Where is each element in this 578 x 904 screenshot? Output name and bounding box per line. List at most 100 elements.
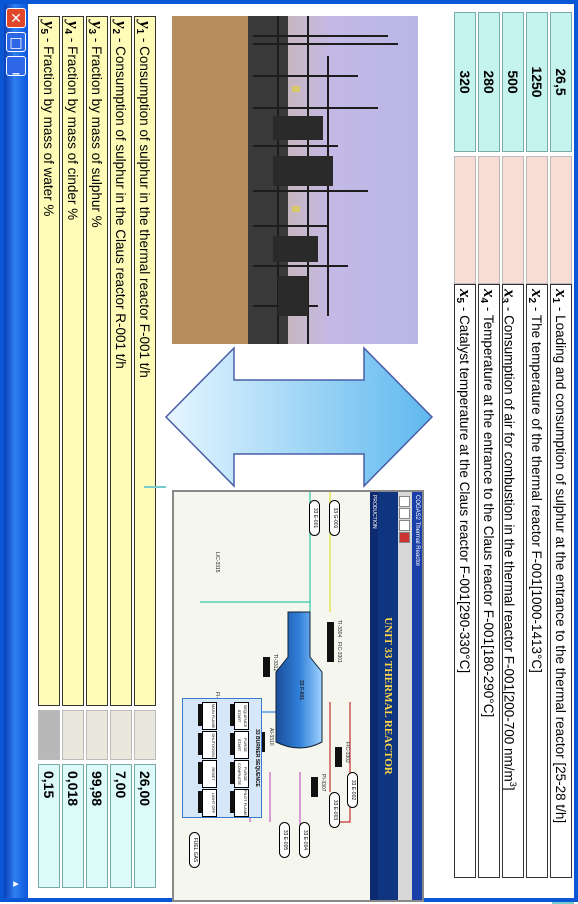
scada-stream-pill[interactable]: 33 E-002 [347, 772, 358, 808]
scada-stream-pill[interactable]: 33 E-005 [279, 822, 290, 858]
data-flow-double-arrow [164, 346, 434, 488]
output-indicator-y3 [86, 710, 108, 760]
output-var-symbol: y [64, 21, 83, 29]
input-var-subscript: 4 [478, 297, 489, 304]
minimize-button[interactable]: _ [6, 56, 26, 76]
scada-subheader: PRODUCTION [370, 492, 378, 900]
scada-title-bar: COGAS2 Thermal Reactor [412, 492, 422, 900]
burner-sequence-step[interactable]: LIGHT OFF [202, 789, 217, 817]
input-label: Temperature at the entrance to the Claus… [481, 314, 496, 718]
input-value-x5[interactable]: 320 [454, 12, 476, 152]
scada-stream-pill[interactable]: 33 E-001 [309, 500, 320, 536]
output-indicator-y5 [38, 710, 60, 760]
input-label-end: ] [502, 786, 517, 791]
input-value-x3[interactable]: 500 [502, 12, 524, 152]
scada-instrument-tag: PI-3307 [320, 774, 326, 792]
scada-process-diagram: 33 F-001 33 G-001 33 E-001 33 E-002 33 E-00… [172, 492, 370, 900]
input-indicator-x2 [526, 156, 548, 284]
scada-instrument-tag: LIC-3315 [214, 552, 220, 573]
output-var-symbol: y [40, 21, 59, 29]
scada-instrument-tag: TI-3304 [336, 620, 342, 638]
output-row-y4: y4 - Fraction by mass of cinder % [62, 16, 84, 706]
input-var-symbol: x [480, 289, 499, 298]
input-label: The temperature of the thermal reactor F… [529, 314, 544, 673]
output-label: Fraction by mass of sulphur % [89, 46, 104, 228]
scada-stream-pill[interactable]: 33 E-004 [299, 822, 310, 858]
scada-instrument-tag: TI-3312 [272, 654, 278, 672]
input-var-subscript: 2 [526, 297, 537, 304]
output-var-subscript: 5 [38, 28, 49, 35]
output-value-y5: 0,15 [38, 764, 60, 888]
input-label: Consumption of air for combustion in the… [502, 315, 517, 782]
reactor-label: 33 F-001 [298, 680, 304, 701]
burner-sequence-step[interactable]: MAIN FLAME [202, 702, 217, 730]
input-value-x1[interactable]: 26,5 [550, 12, 572, 152]
system-menu-icon[interactable]: ▸ [13, 877, 19, 890]
input-var-symbol: x [502, 289, 520, 298]
scada-stream-pill[interactable]: 33 E-003 [329, 792, 340, 828]
output-row-y5: y5 - Fraction by mass of water % [38, 16, 60, 706]
title-bar: ✕ □ _ ▸ [4, 4, 28, 898]
output-label: Consumption of sulphur in the thermal re… [137, 46, 152, 378]
output-label: Fraction by mass of cinder % [65, 46, 80, 221]
refinery-photo-art [172, 16, 398, 344]
landscape-content: x1 - Loading and consumption of sulphur … [28, 4, 574, 904]
output-var-symbol: y [112, 21, 131, 29]
scada-stream-pill[interactable]: 33 G-001 [329, 500, 340, 536]
input-var-subscript: 3 [502, 298, 510, 304]
input-var-symbol: x [528, 289, 547, 298]
scada-stream-pill[interactable]: FUEL GAS [189, 832, 200, 868]
output-indicator-y4 [62, 710, 84, 760]
input-var-symbol: x [456, 289, 475, 298]
refinery-photo [172, 16, 418, 344]
output-label: Fraction by mass of water % [41, 46, 56, 217]
output-var-subscript: 4 [62, 28, 73, 35]
output-row-y2: y2 - Consumption of sulphur in the Claus… [110, 16, 132, 706]
scada-header: UNIT 33 THERMAL REACTOR [378, 492, 398, 900]
output-var-symbol: y [136, 21, 155, 29]
output-label: Consumption of sulphur in the Claus reac… [113, 46, 128, 369]
maximize-button[interactable]: □ [6, 32, 26, 52]
burner-sequence-title: 33 BURNER SEQUENCE [254, 729, 260, 787]
input-value-x4[interactable]: 280 [478, 12, 500, 152]
output-indicator-y2 [110, 710, 132, 760]
input-label: Loading and consumption of sulphur at th… [553, 315, 568, 824]
output-row-y1: y1 - Consumption of sulphur in the therm… [134, 16, 156, 706]
output-var-subscript: 2 [110, 28, 121, 35]
input-value-x2[interactable]: 1250 [526, 12, 548, 152]
input-row-x2: x2 - The temperature of the thermal reac… [526, 284, 548, 878]
output-indicator-y1 [134, 710, 156, 760]
input-var-subscript: 5 [454, 297, 465, 304]
input-indicator-x5 [454, 156, 476, 284]
output-value-y2: 7,00 [110, 764, 132, 888]
burner-sequence-step[interactable]: PURGE START [234, 731, 249, 759]
scada-toolbar [398, 492, 412, 900]
burner-sequence-step[interactable]: SHUTDOWN [202, 731, 217, 759]
output-var-subscript: 3 [86, 28, 97, 35]
output-value-y4: 0,018 [62, 764, 84, 888]
output-var-subscript: 1 [134, 28, 145, 35]
burner-sequence-step[interactable]: PILOT FLAME [234, 789, 249, 817]
input-indicator-x3 [502, 156, 524, 284]
burner-sequence-step[interactable]: SEQUENCE START [234, 702, 249, 730]
scada-instrument-tag: AI-3310 [268, 728, 274, 746]
input-row-x3: x3 - Consumption of air for combustion i… [502, 284, 524, 878]
output-row-y3: y3 - Fraction by mass of sulphur % [86, 16, 108, 706]
scada-instrument-tag: FIC-3301 [336, 642, 342, 663]
input-row-x4: x4 - Temperature at the entrance to the … [478, 284, 500, 878]
scada-thermal-reactor-screen: COGAS2 Thermal Reactor UNIT 33 THERMAL R… [172, 490, 424, 902]
client-area: x1 - Loading and consumption of sulphur … [28, 4, 574, 904]
output-var-symbol: y [88, 21, 107, 29]
burner-sequence-step[interactable]: PURGE COMPLETE [234, 760, 249, 788]
input-indicator-x1 [550, 156, 572, 284]
scada-instrument-tag: FIC-3302 [344, 742, 350, 763]
input-var-symbol: x [552, 289, 571, 298]
burner-sequence-step[interactable]: RESET [202, 760, 217, 788]
close-button[interactable]: ✕ [6, 8, 26, 28]
input-var-subscript: 1 [550, 297, 561, 304]
scada-piping-lines [200, 492, 351, 852]
output-value-y3: 99,98 [86, 764, 108, 888]
input-indicator-x4 [478, 156, 500, 284]
